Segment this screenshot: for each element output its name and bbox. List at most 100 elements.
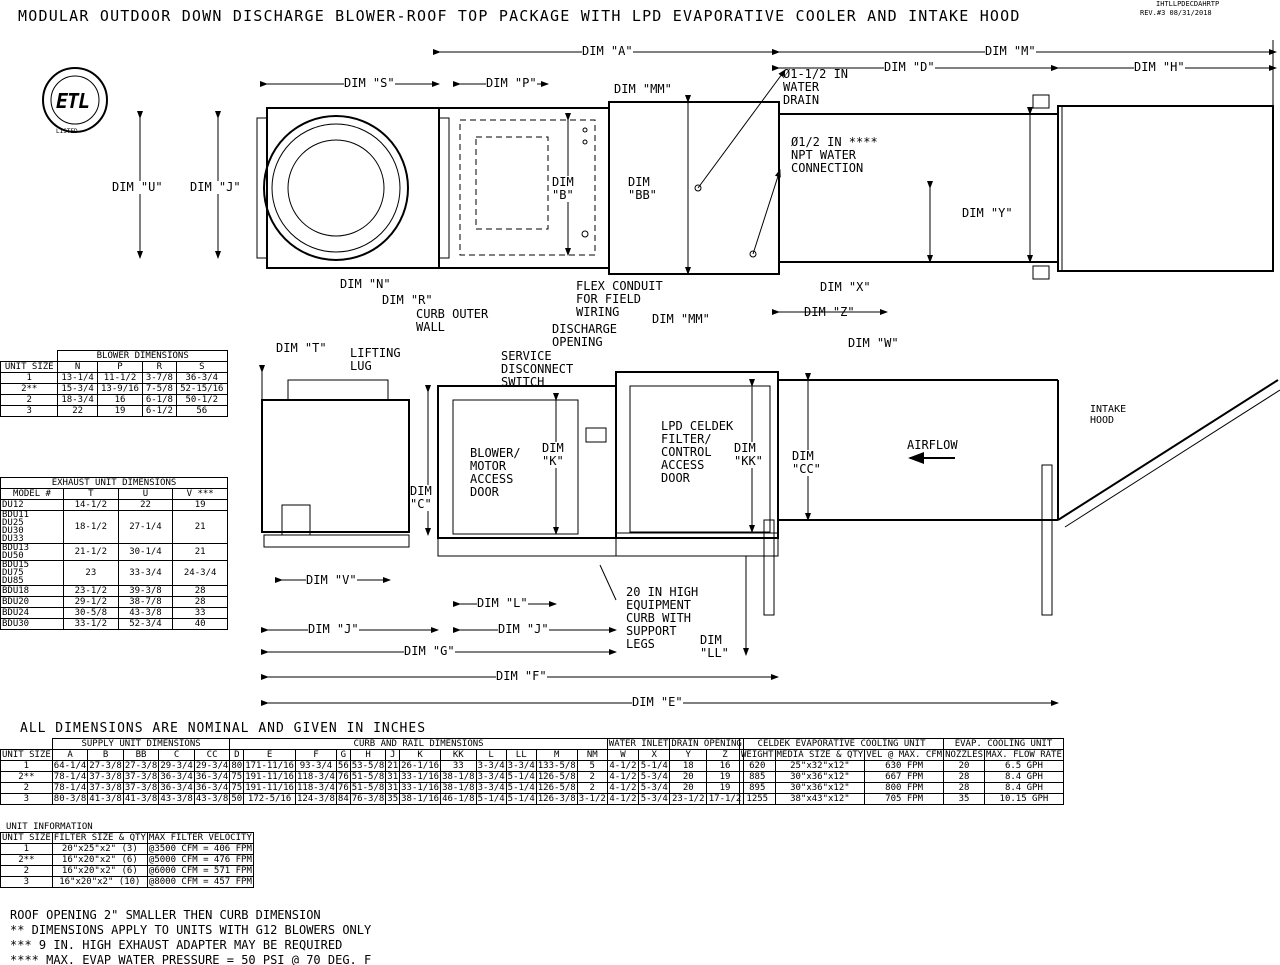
table-cell: 5 [576,760,608,772]
model-number: DU75 [2,568,24,578]
model-number: DU33 [2,534,24,544]
dim-p: DIM "P" [486,76,537,90]
table-cell: 3-7/8 [142,372,177,384]
table-header: J [385,749,401,761]
table-cell: 21-1/2 [63,543,119,561]
table-cell: 5-3/4 [638,782,671,794]
table-cell: 33-1/16 [399,782,442,794]
blower-door-label: BLOWER/ MOTOR ACCESS DOOR [470,446,521,499]
table-cell: 16"x20"x2" (6) [51,865,148,877]
table-cell: 2** [0,383,59,395]
blower-fan-icon [263,115,409,261]
table-cell: 38-1/8 [440,782,477,794]
table-cell: 53-5/8 [349,760,387,772]
table-cell: 36-3/4 [158,771,195,783]
intake-hood-plan [1057,105,1274,272]
table-header: F [294,749,337,761]
table-cell: 78-1/4 [51,782,89,794]
note-2: ** DIMENSIONS APPLY TO UNITS WITH G12 BL… [10,923,372,937]
table-cell: 191-11/16 [243,782,296,794]
table-cell: 39-3/8 [117,585,174,597]
exhaust-fan-elevation [261,399,410,533]
table-cell: 16"x20"x2" (10) [51,876,148,888]
table-cell: 4-1/2 [606,782,640,794]
table-cell: 3-3/4 [475,771,507,783]
table-cell: 2 [576,771,608,783]
table-cell: 22 [57,405,98,417]
table-header: H [349,749,387,761]
dim-j-1: DIM "J" [308,622,359,636]
dim-w: DIM "W" [848,336,899,350]
table-cell: 13-9/16 [96,383,144,395]
table-cell: 5-1/4 [505,782,537,794]
table-cell: 75 [229,771,245,783]
table-cell: 21 [172,510,228,544]
table-cell: 33-1/2 [63,618,119,630]
table-cell: 29-3/4 [158,760,195,772]
rev-code: IHTLLPDECDAHRTP [1156,0,1220,8]
note-1: ROOF OPENING 2" SMALLER THEN CURB DIMENS… [10,908,321,922]
table-header: WEIGHT [739,749,776,761]
table-cell: 51-5/8 [349,771,387,783]
note-4: **** MAX. EVAP WATER PRESSURE = 50 PSI @… [10,953,372,965]
table-cell: 50 [229,793,245,805]
table-header: BB [122,749,160,761]
plan-view [256,94,1274,280]
table-cell: 18 [669,760,708,772]
table-cell: 40 [172,618,228,630]
table-cell: 27-3/8 [87,760,124,772]
table-header: VEL @ MAX. CFM [864,749,945,761]
table-cell: 41-3/8 [87,793,124,805]
table-cell: 14-1/2 [63,499,119,511]
table-cell: 1255 [739,793,776,805]
exhaust-table-title: EXHAUST UNIT DIMENSIONS [0,477,228,489]
table-cell: 16 [706,760,744,772]
table-cell: 133-5/8 [535,760,578,772]
elevation-view [261,371,1280,616]
lifting-lug-label: LIFTING LUG [350,346,401,373]
table-cell: 895 [739,782,776,794]
curb-outer-wall [459,119,596,256]
table-header: Y [669,749,708,761]
table-cell: 52-3/4 [117,618,174,630]
dim-v: DIM "V" [306,573,357,587]
table-header: W [606,749,640,761]
table-cell: 1 [0,760,53,772]
model-number: BDU20 [2,597,30,607]
all-dimensions-note: ALL DIMENSIONS ARE NOMINAL AND GIVEN IN … [20,721,427,736]
table-cell: 23-1/2 [63,585,119,597]
table-cell: 30-1/4 [117,543,174,561]
model-cell: BDU24 [0,607,64,619]
dim-r: DIM "R" [382,293,433,307]
table-cell: 51-5/8 [349,782,387,794]
table-header: D [229,749,245,761]
supply-unit-table: SUPPLY UNIT DIMENSIONS CURB AND RAIL DIM… [0,738,744,805]
table-cell: 37-3/8 [87,782,124,794]
table-cell: 24-3/4 [172,560,228,586]
dim-s: DIM "S" [344,76,395,90]
table-cell: 38-1/16 [399,793,442,805]
dim-m: DIM "M" [985,44,1036,58]
table-cell: 52-15/16 [175,383,229,395]
table-cell: 3-1/2 [576,793,608,805]
model-cell: BDU30 [0,618,64,630]
table-cell: 3 [0,793,53,805]
table-cell: 28 [943,782,986,794]
table-cell: 5-1/4 [505,771,537,783]
table-cell: 118-3/4 [294,771,337,783]
table-cell: 191-11/16 [243,771,296,783]
evap-group: EVAP. COOLING UNIT [943,738,1064,750]
curb-outer-wall-label: CURB OUTER WALL [416,307,489,334]
dim-f: DIM "F" [496,669,547,683]
table-cell: 5-3/4 [638,793,671,805]
table-cell: 30"x36"x12" [774,782,866,794]
model-cell: BDU18 [0,585,64,597]
